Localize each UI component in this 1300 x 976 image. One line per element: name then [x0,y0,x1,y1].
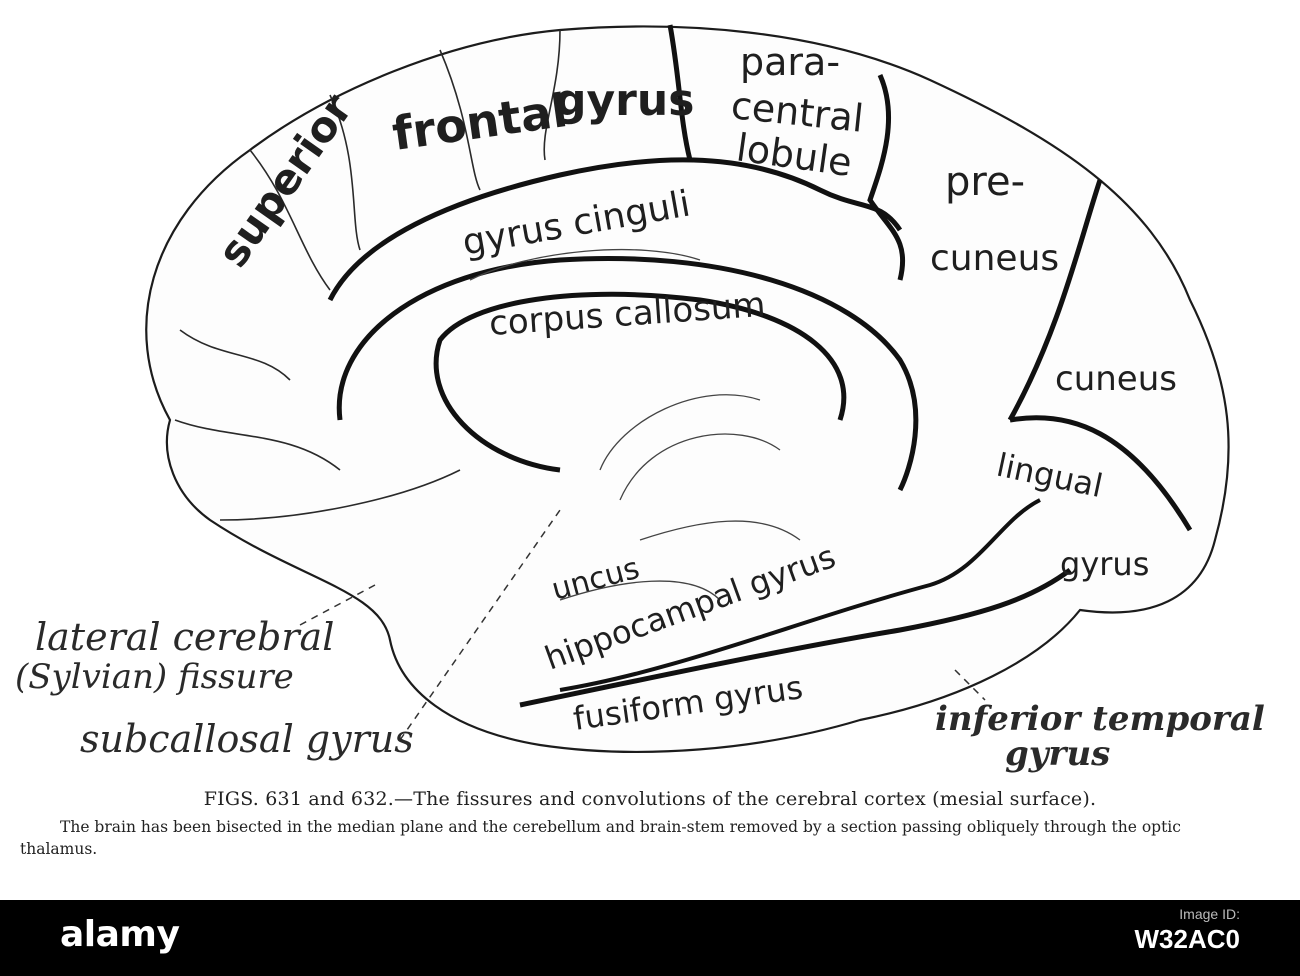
hippocampal-lower-fissure [559,498,1041,692]
brain-diagram: superior frontal gyrus para- central lob… [15,24,1265,774]
label-inferior-temporal: inferior temporal [935,699,1265,739]
caption-body: The brain has been bisected in the media… [20,818,1181,858]
label-cuneus: cuneus [1055,359,1177,399]
corpus-callosum-inner [433,291,847,473]
label-para: para- [740,40,840,84]
label-frontal-gyrus: gyrus [555,75,694,126]
callosal-sulcus [336,255,919,492]
image-id: Image ID: W32AC0 [1135,906,1240,955]
figure-caption: FIGS. 631 and 632.—The fissures and conv… [0,788,1300,860]
label-subcallosal-gyrus: subcallosal gyrus [80,717,414,761]
sylvian-pointer [299,584,376,626]
paracentral-fissure [867,73,906,281]
image-id-value: W32AC0 [1134,924,1240,954]
image-id-label: Image ID: [1179,906,1240,922]
caption-title: FIGS. 631 and 632.—The fissures and conv… [203,788,1097,810]
brand-logo: alamy [60,914,180,955]
label-sylvian-fissure: (Sylvian) fissure [15,657,294,697]
callosomarginal-sulcus [327,157,903,302]
watermark-bar: alamy Image ID: W32AC0 [0,900,1300,976]
label-precuneus: cuneus [930,238,1059,279]
label-lateral-cerebral: lateral cerebral [35,615,334,659]
label-lingual-gyrus: gyrus [1060,545,1149,583]
calcarine-fissure [1009,415,1193,532]
parieto-occipital-fissure [1007,179,1103,422]
collateral-fissure [519,567,1072,708]
central-fissure [667,24,693,161]
label-inferior-gyrus: gyrus [1005,734,1110,774]
thalamus-lines [469,248,801,601]
frontal-gyri-lines [174,29,561,521]
label-pre: pre- [945,159,1025,205]
